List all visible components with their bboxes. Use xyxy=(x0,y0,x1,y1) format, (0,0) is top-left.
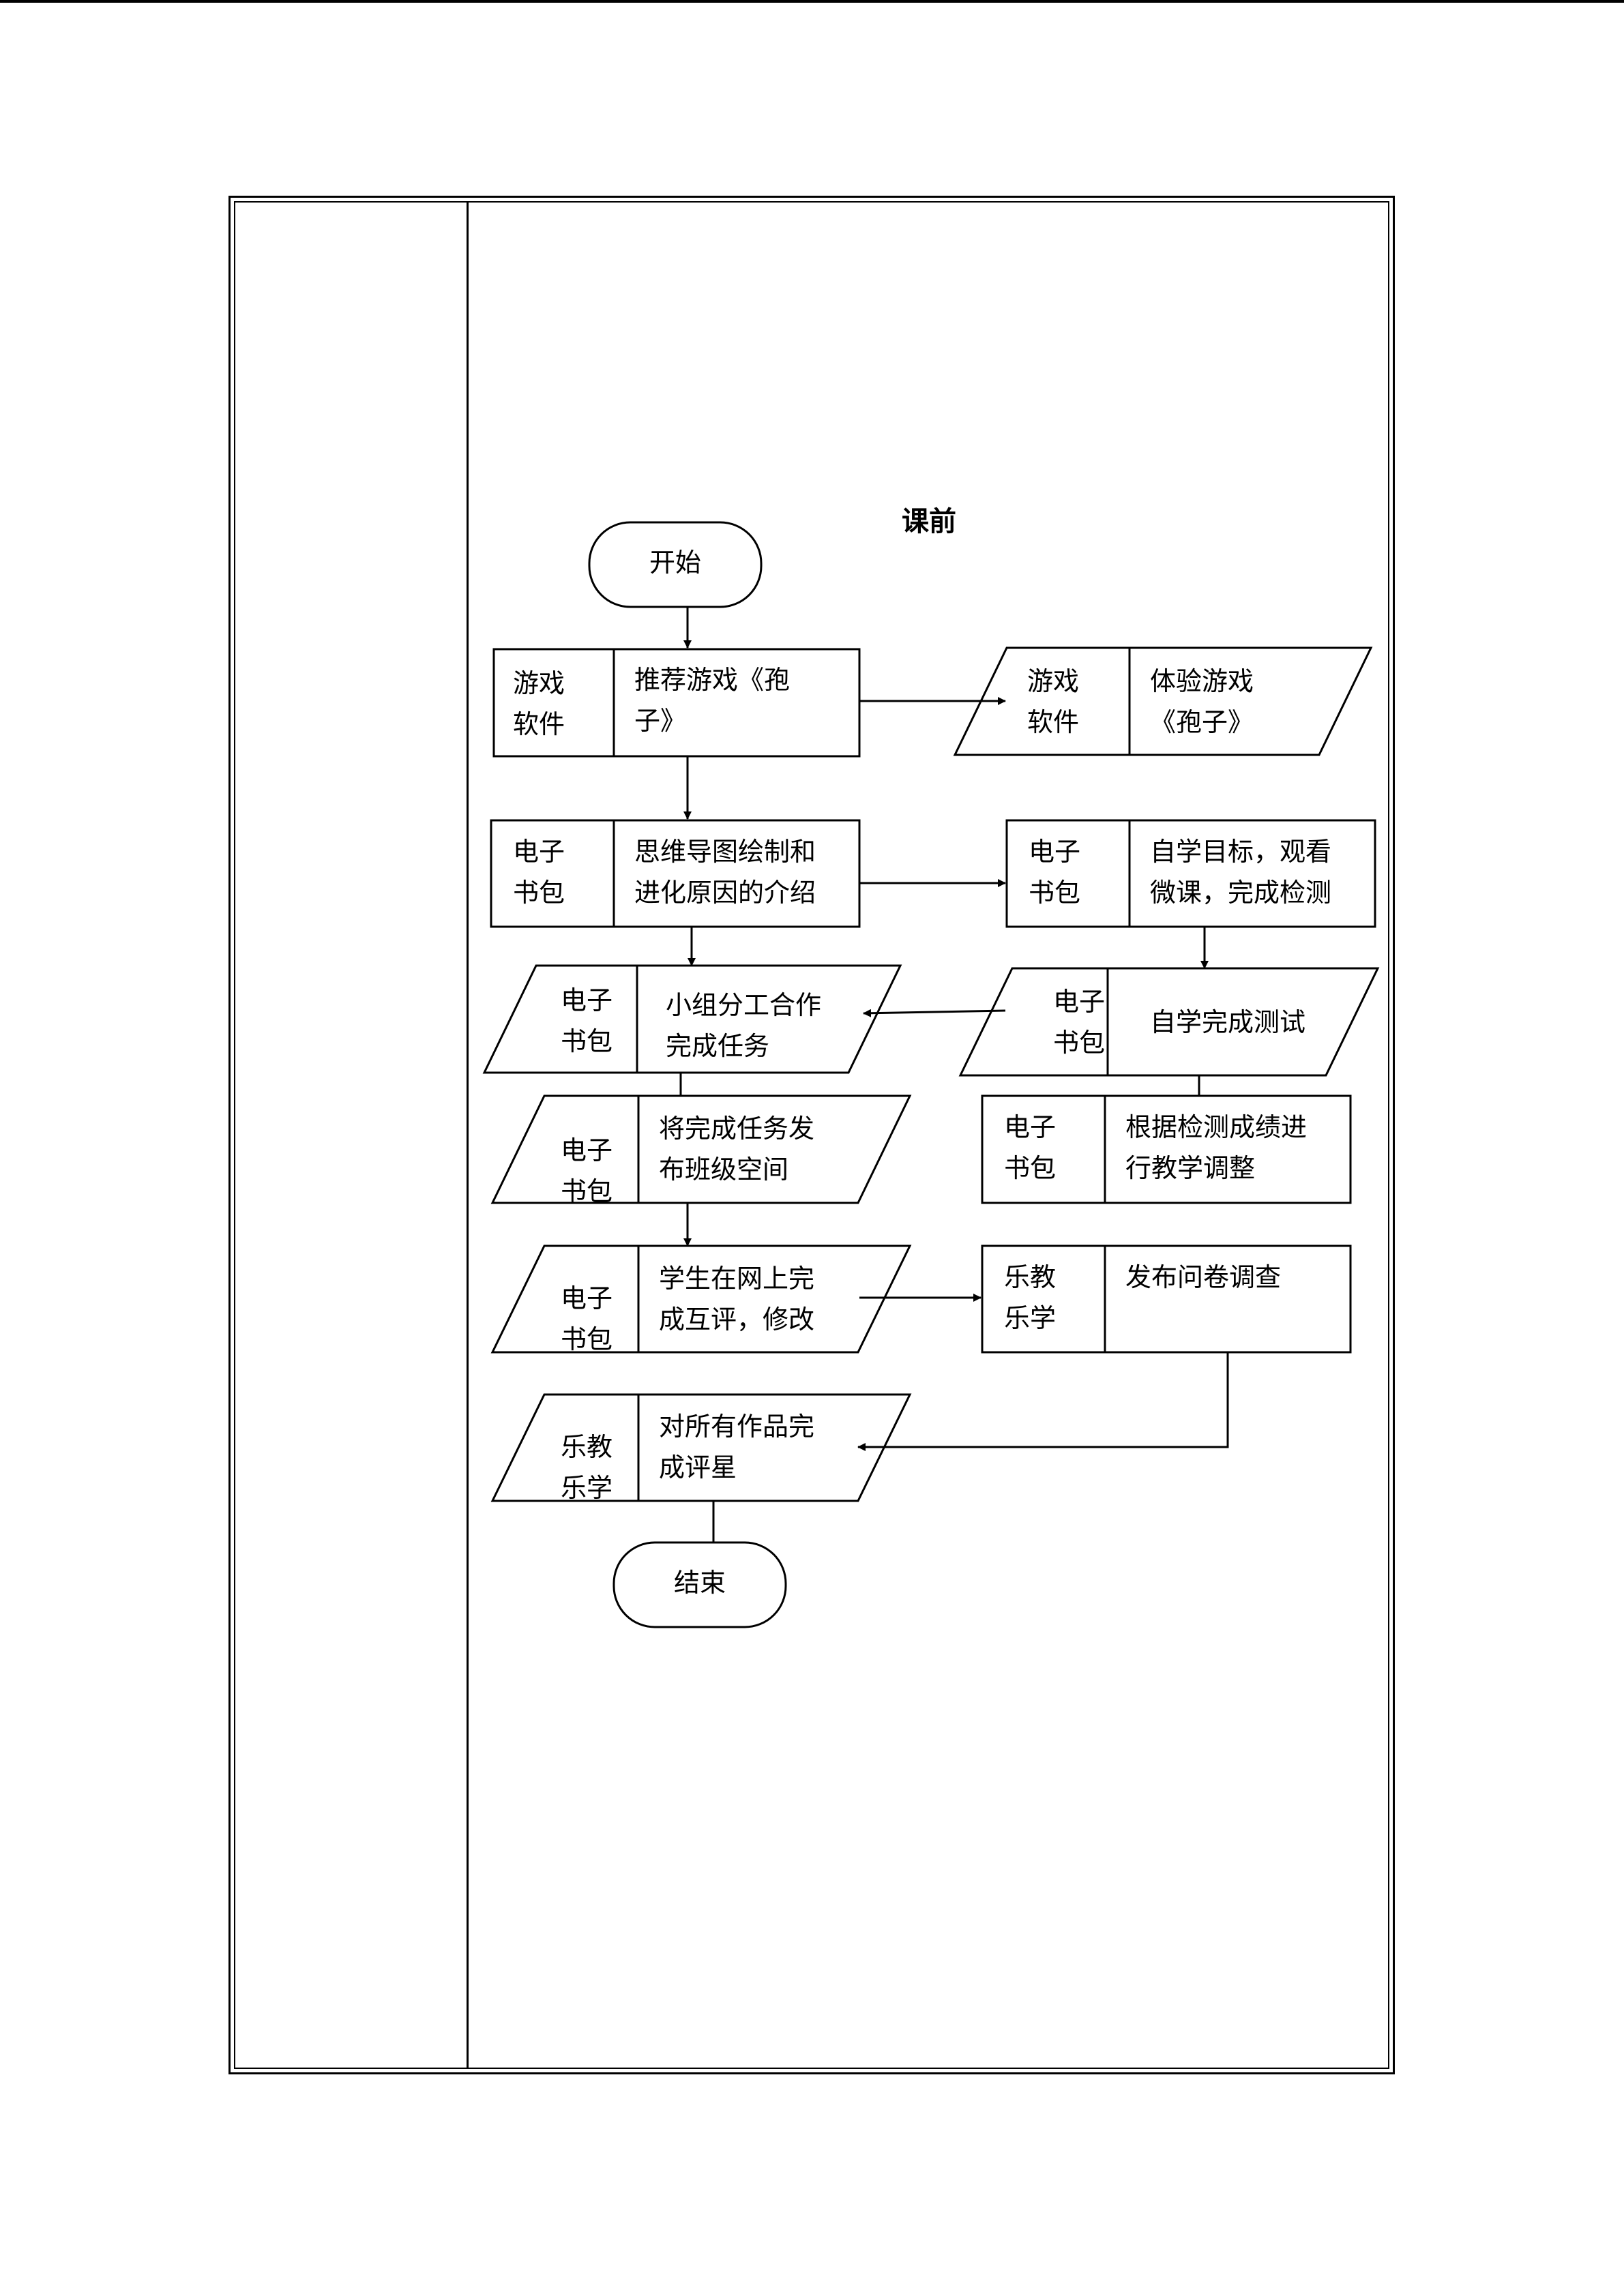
node-text-line1: 学生在网上完 xyxy=(659,1264,814,1294)
node-group-work: 电子 书包 小组分工合作 完成任务 xyxy=(482,964,902,1074)
node-text-line1: 思维导图绘制和 xyxy=(634,837,816,867)
arrow-survey-to-rating xyxy=(857,1352,1229,1451)
node-self-study: 电子 书包 自学目标，观看 微课，完成检测 xyxy=(1005,819,1376,928)
node-publish-task: 电子 书包 将完成任务发 布班级空间 xyxy=(490,1094,912,1206)
node-tag-line1: 电子 xyxy=(561,1283,612,1313)
node-text-line2: 成评星 xyxy=(659,1452,737,1482)
node-tag-line1: 电子 xyxy=(1029,837,1080,867)
flowchart-title: 课前 xyxy=(902,505,956,537)
node-text-line1: 推荐游戏《孢 xyxy=(634,665,790,695)
node-text-line2: 完成任务 xyxy=(666,1031,769,1061)
start-terminator: 开始 xyxy=(588,521,763,608)
node-text-line2: 子》 xyxy=(634,706,686,736)
node-rating: 乐教 乐学 对所有作品完 成评星 xyxy=(490,1393,912,1503)
node-text-line2: 行教学调整 xyxy=(1125,1153,1255,1183)
node-tag-line2: 书包 xyxy=(561,1324,612,1354)
node-text-line2: 《孢子》 xyxy=(1150,707,1254,737)
end-label: 结束 xyxy=(674,1568,726,1598)
node-text-line2: 布班级空间 xyxy=(659,1154,788,1184)
node-tag-line1: 游戏 xyxy=(513,668,565,698)
arrow-selftest-to-groupwork xyxy=(863,1009,1006,1017)
node-tag-line1: 电子 xyxy=(1004,1112,1056,1142)
node-tag-line2: 书包 xyxy=(1053,1028,1105,1058)
node-tag-line2: 书包 xyxy=(513,878,565,908)
node-tag-line2: 软件 xyxy=(513,709,565,739)
node-survey: 乐教 乐学 发布问卷调查 xyxy=(981,1244,1352,1354)
node-tag-line2: 书包 xyxy=(1004,1153,1056,1183)
node-text-line2: 微课，完成检测 xyxy=(1150,878,1331,908)
node-text-line1: 小组分工合作 xyxy=(666,990,821,1020)
connectors xyxy=(679,607,1229,1542)
node-tag-line2: 书包 xyxy=(561,1176,612,1206)
node-tag-line1: 游戏 xyxy=(1027,666,1079,696)
node-tag-line2: 乐学 xyxy=(1004,1303,1056,1333)
table-column-divider xyxy=(467,201,469,2069)
node-tag-line1: 电子 xyxy=(513,837,565,867)
node-self-test: 电子 书包 自学完成测试 xyxy=(958,967,1380,1077)
node-text-line1: 体验游戏 xyxy=(1150,666,1254,696)
node-mindmap: 电子 书包 思维导图绘制和 进化原因的介绍 xyxy=(490,819,861,928)
page-top-rule xyxy=(0,0,1624,3)
node-tag-line1: 乐教 xyxy=(1004,1262,1056,1292)
node-text-line2: 进化原因的介绍 xyxy=(634,878,816,908)
node-recommend-game: 游戏 软件 推荐游戏《孢 子》 xyxy=(492,648,861,758)
node-tag-line2: 乐学 xyxy=(561,1473,612,1503)
node-text-line1: 将完成任务发 xyxy=(659,1114,814,1144)
node-tag-line1: 乐教 xyxy=(561,1432,612,1462)
node-tag-line1: 电子 xyxy=(1053,987,1105,1017)
node-tag-line1: 电子 xyxy=(561,985,612,1015)
node-tag-line2: 软件 xyxy=(1027,707,1079,737)
start-label: 开始 xyxy=(649,548,701,578)
node-adjust: 电子 书包 根据检测成绩进 行教学调整 xyxy=(981,1094,1352,1204)
node-experience-game: 游戏 软件 体验游戏 《孢子》 xyxy=(953,646,1373,756)
table-outer-border xyxy=(228,196,1395,2074)
node-tag-line1: 电子 xyxy=(561,1135,612,1165)
node-tag-line2: 书包 xyxy=(1029,878,1080,908)
node-text-line1: 对所有作品完 xyxy=(659,1412,814,1442)
node-tag-line2: 书包 xyxy=(561,1026,612,1056)
node-text-line1: 自学完成测试 xyxy=(1150,1007,1305,1037)
node-text-line1: 根据检测成绩进 xyxy=(1125,1112,1307,1142)
node-text-line1: 自学目标，观看 xyxy=(1150,837,1331,867)
node-peer-review: 电子 书包 学生在网上完 成互评，修改 xyxy=(490,1244,912,1354)
end-terminator: 结束 xyxy=(612,1541,787,1628)
node-text-line2: 成互评，修改 xyxy=(659,1304,814,1335)
table-inner-border xyxy=(234,201,1389,2069)
node-text-line1: 发布问卷调查 xyxy=(1125,1262,1281,1292)
